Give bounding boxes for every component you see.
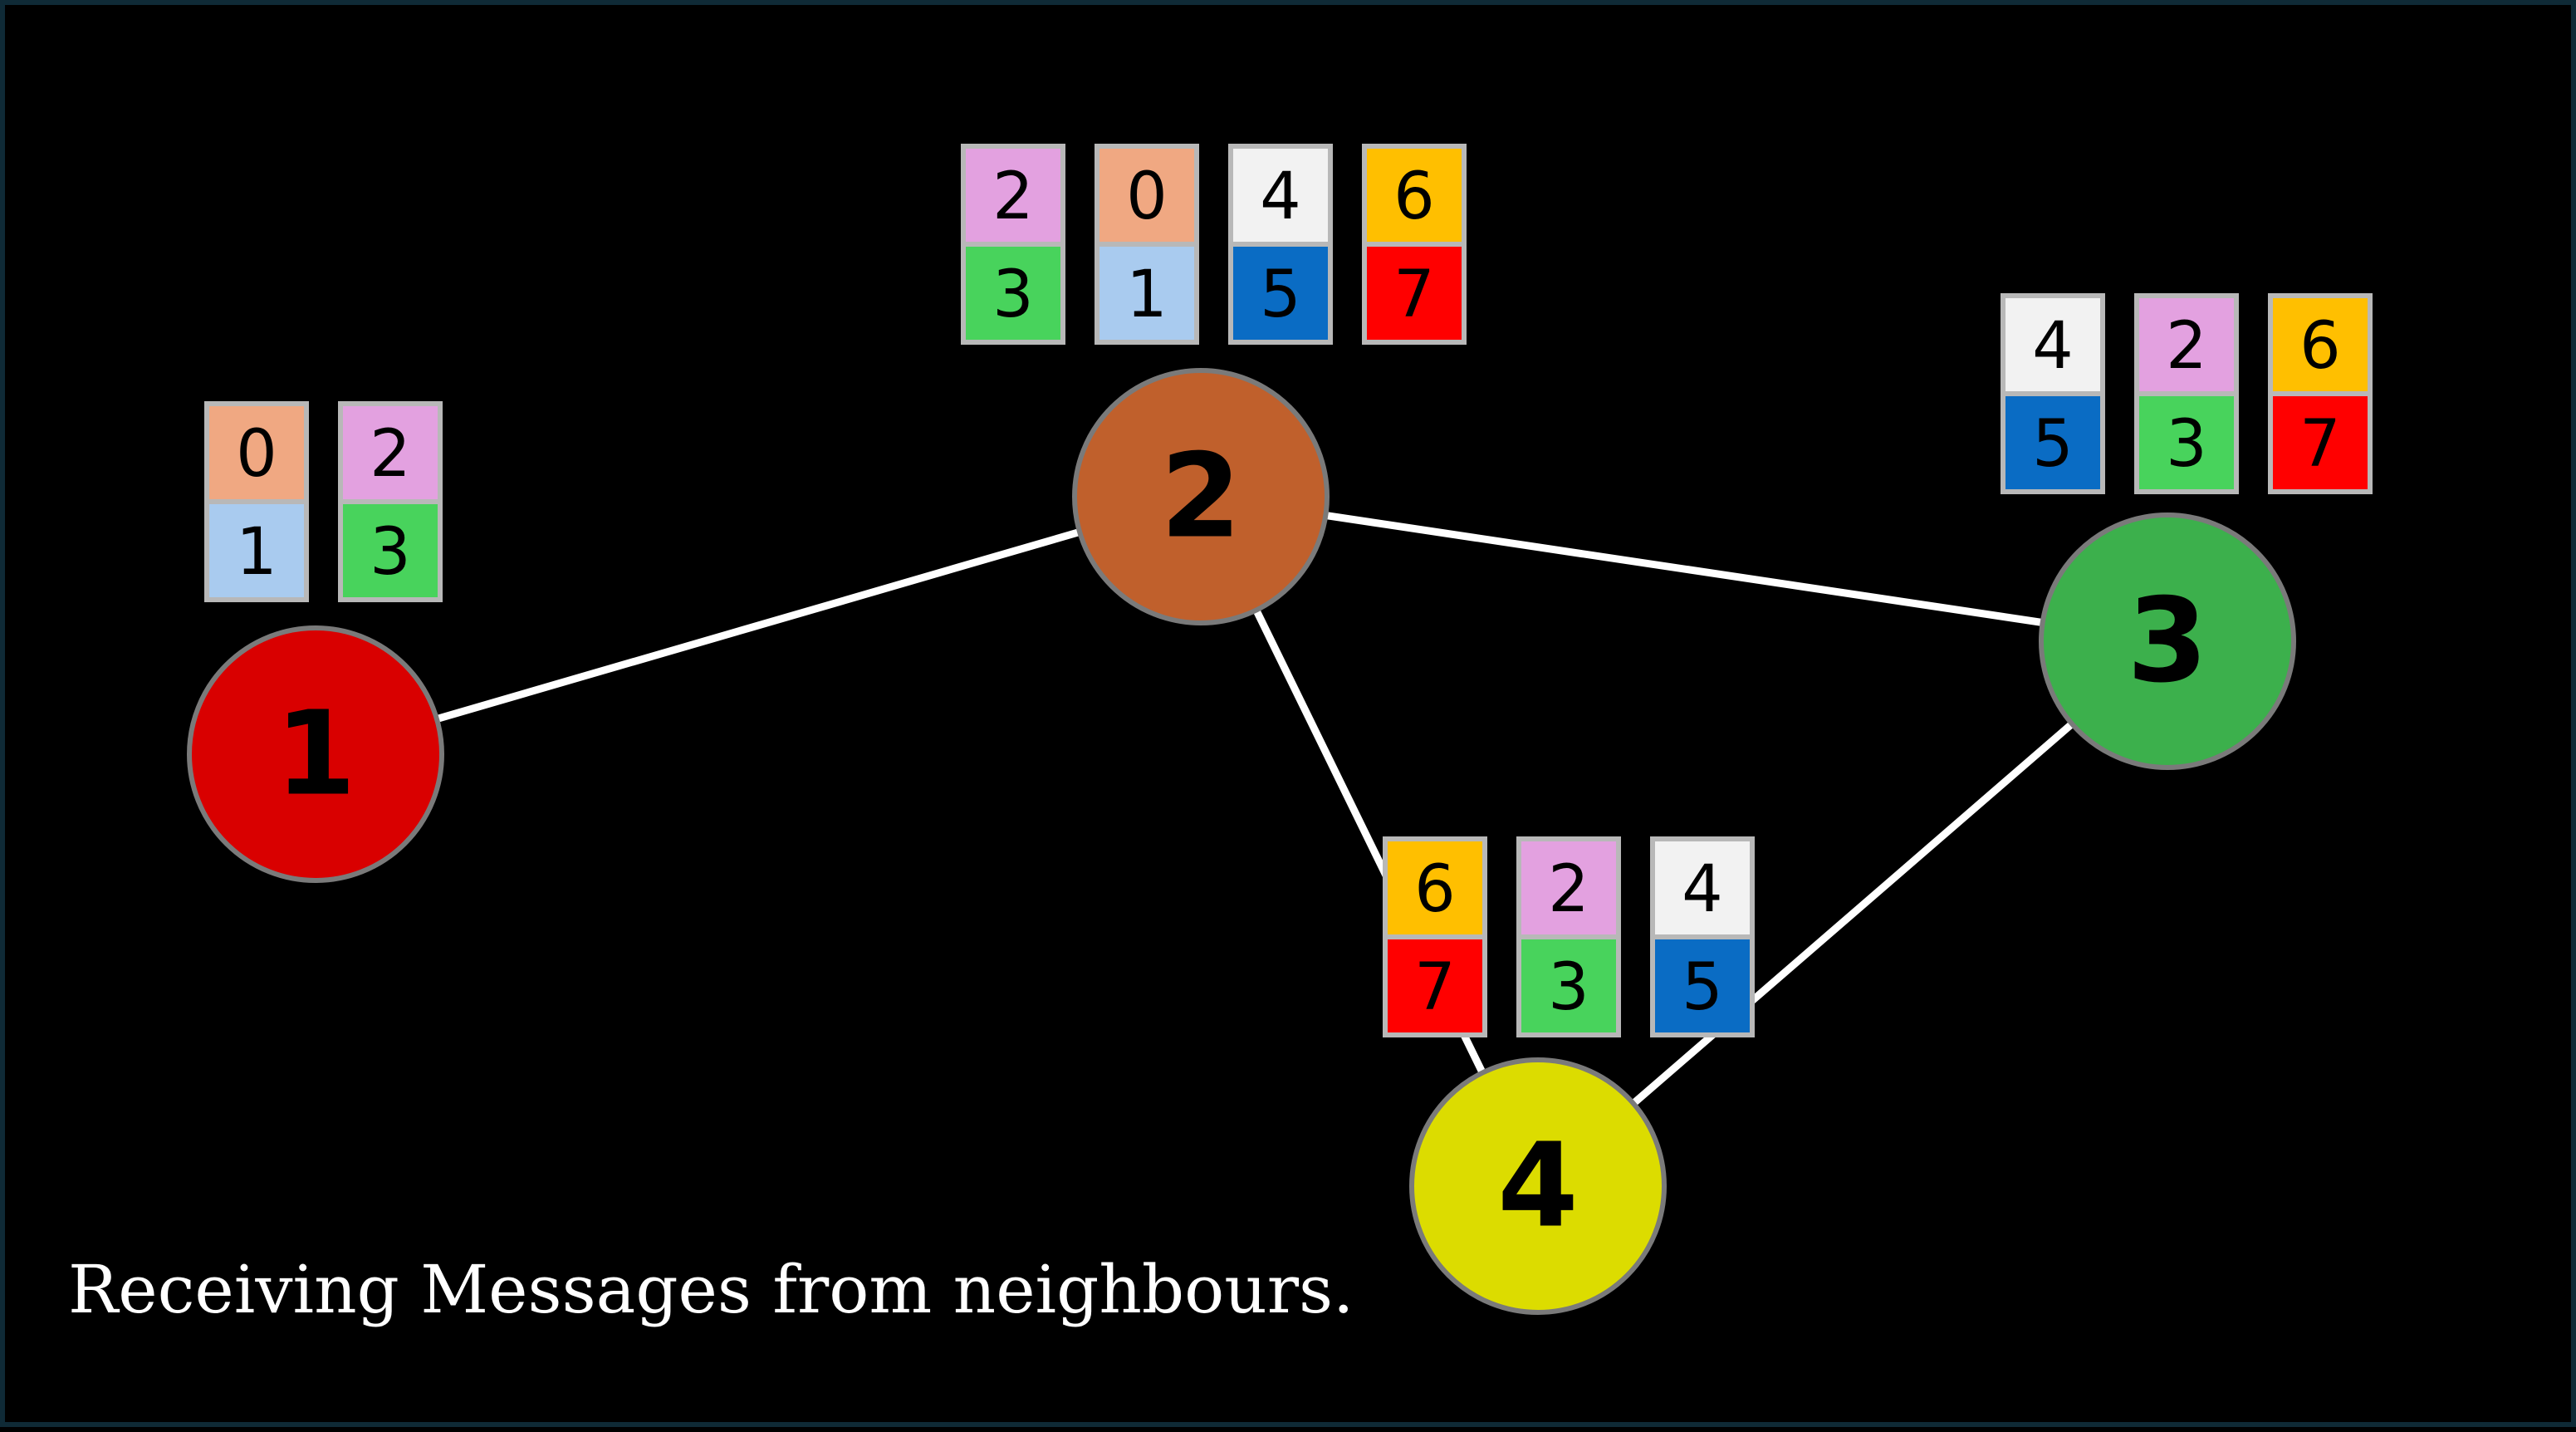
node-3-label: 3 (2127, 574, 2207, 709)
messages-node-2: 2 3 0 1 4 5 6 7 (961, 144, 1467, 345)
message-value: 3 (992, 257, 1034, 332)
message-box (1516, 934, 1621, 1037)
messages-node-4: 6 7 2 3 4 5 (1383, 836, 1755, 1037)
message-value: 2 (370, 417, 411, 492)
message-box (338, 499, 443, 602)
edge-3-4 (1535, 638, 2170, 1189)
edge-2-3 (1200, 493, 2168, 645)
message-value: 2 (2166, 309, 2207, 384)
message-value: 4 (1682, 852, 1723, 927)
message-value: 1 (236, 515, 277, 590)
message-box (1228, 242, 1333, 345)
messages-node-3: 4 5 2 3 6 7 (2001, 293, 2373, 494)
message-box (1383, 836, 1487, 939)
message-value: 4 (1260, 159, 1301, 234)
message-box (1228, 144, 1333, 247)
message-value: 2 (1548, 852, 1589, 927)
node-1-circle (187, 625, 444, 883)
message-value: 3 (2166, 407, 2207, 482)
message-box (2001, 391, 2105, 494)
message-value: 6 (1414, 852, 1456, 927)
node-3: 3 (2039, 512, 2296, 770)
node-3-circle (2039, 512, 2296, 770)
node-4-circle (1409, 1057, 1667, 1315)
message-value: 3 (370, 515, 411, 590)
node-2-circle (1072, 368, 1330, 625)
message-box (961, 242, 1065, 345)
message-value: 3 (1548, 950, 1589, 1025)
message-box (2134, 391, 2239, 494)
message-value: 5 (1260, 257, 1301, 332)
message-box (1516, 836, 1621, 939)
message-box (2268, 391, 2373, 494)
node-4-label: 4 (1497, 1119, 1578, 1254)
node-1: 1 (187, 625, 444, 883)
node-2-label: 2 (1160, 429, 1241, 565)
messages-layer: 0 1 2 3 2 3 0 1 4 5 6 7 4 5 2 3 6 7 6 7 2 3 4 5 (204, 144, 2373, 1037)
message-box (1095, 242, 1199, 345)
message-value: 6 (1393, 159, 1435, 234)
node-1-label: 1 (275, 687, 355, 822)
node-4: 4 (1409, 1057, 1667, 1315)
message-value: 2 (992, 159, 1034, 234)
message-value: 0 (1126, 159, 1168, 234)
graph-svg: 1 2 3 4 0 1 2 3 2 3 0 1 4 5 6 7 4 5 2 3 6 7 6 7 2 3 4 5 (187, 144, 2373, 1315)
message-box (1650, 934, 1755, 1037)
message-value: 6 (2299, 309, 2341, 384)
message-value: 5 (2032, 407, 2074, 482)
caption-text: Receiving Messages from neighbours. (68, 1251, 1354, 1328)
message-value: 5 (1682, 950, 1723, 1025)
nodes-layer: 1 2 3 4 (187, 368, 2296, 1315)
message-box (2134, 293, 2239, 396)
message-value: 7 (1393, 257, 1435, 332)
messages-node-1: 0 1 2 3 (204, 401, 443, 602)
node-2: 2 (1072, 368, 1330, 625)
message-box (1362, 242, 1467, 345)
message-value: 7 (2299, 407, 2341, 482)
message-box (204, 499, 309, 602)
edge-1-2 (314, 493, 1202, 758)
message-value: 1 (1126, 257, 1168, 332)
message-value: 4 (2032, 309, 2074, 384)
message-box (1383, 934, 1487, 1037)
message-value: 0 (236, 417, 277, 492)
message-value: 7 (1414, 950, 1456, 1025)
message-box (1650, 836, 1755, 939)
